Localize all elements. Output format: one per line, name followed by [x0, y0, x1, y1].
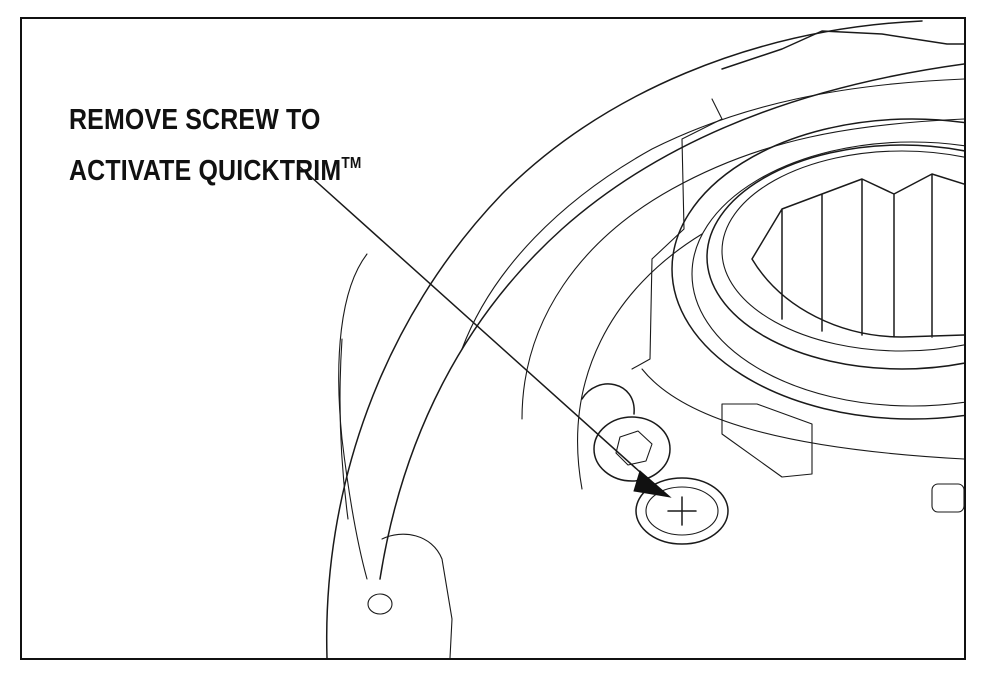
side-slot — [721, 403, 813, 478]
eyelet-hole — [367, 593, 393, 615]
hex-socket-bolt-icon — [581, 383, 671, 482]
callout-line-2-text: ACTIVATE QUICKTRIM — [69, 154, 342, 187]
illustration-frame: REMOVE SCREW TO ACTIVATE QUICKTRIMTM — [20, 17, 966, 660]
callout-line-1: REMOVE SCREW TO — [69, 104, 321, 136]
spindle-collar-top — [706, 144, 964, 370]
spindle-collar-mid — [691, 141, 964, 407]
trimmer-head-drawing — [299, 20, 964, 658]
upper-notch — [721, 30, 964, 70]
splined-shaft — [751, 173, 964, 338]
upper-ridge — [631, 98, 723, 370]
line-eyelet — [381, 533, 453, 658]
housing-groove — [461, 78, 964, 350]
outer-housing-rim — [325, 20, 923, 658]
housing-groove-2 — [521, 118, 964, 420]
lower-lip — [641, 368, 964, 460]
housing-rim-inner — [379, 63, 964, 580]
spindle-bore — [721, 150, 964, 352]
callout-line-2: ACTIVATE QUICKTRIMTM — [69, 142, 361, 193]
trademark-symbol: TM — [341, 155, 362, 172]
spindle-collar-outer — [671, 118, 964, 420]
side-tab — [931, 483, 964, 513]
left-side-edge-2 — [339, 338, 349, 520]
left-side-edge — [338, 253, 368, 580]
leader-arrow-icon — [299, 166, 672, 498]
callout-label: REMOVE SCREW TO ACTIVATE QUICKTRIMTM — [69, 98, 361, 193]
housing-groove-3 — [577, 233, 703, 490]
